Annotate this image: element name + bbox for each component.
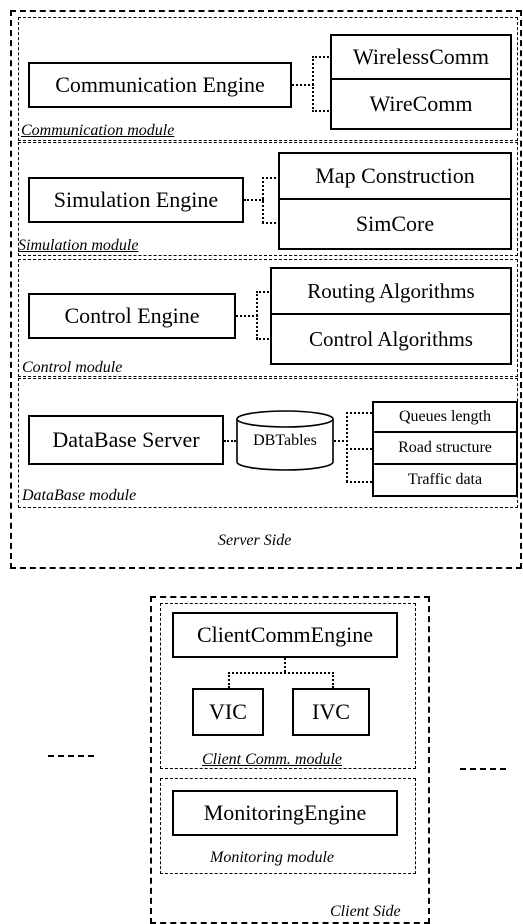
ivc-box: IVC — [292, 688, 370, 736]
simulation-module-label: Simulation module — [18, 237, 139, 254]
control-engine-box: Control Engine — [28, 293, 236, 339]
connector — [262, 177, 280, 179]
communication-engine-box: Communication Engine — [28, 62, 292, 108]
connector — [224, 440, 236, 442]
connector — [312, 56, 314, 112]
more-clients-right — [460, 768, 506, 770]
connector — [228, 672, 334, 674]
connector — [334, 440, 348, 442]
wirecomm-box: WireComm — [330, 78, 512, 130]
road-structure-box: Road structure — [372, 431, 518, 465]
connector — [312, 110, 332, 112]
clientcommengine-box: ClientCommEngine — [172, 612, 398, 658]
control-module-label: Control module — [22, 359, 123, 376]
more-clients-left — [48, 755, 94, 757]
monitoringengine-box: MonitoringEngine — [172, 790, 398, 836]
vic-box: VIC — [192, 688, 264, 736]
database-icon — [236, 410, 334, 471]
server-side-label: Server Side — [218, 532, 292, 549]
client-comm-module-label: Client Comm. module — [202, 751, 342, 768]
connector — [284, 658, 286, 672]
routing-algorithms-box: Routing Algorithms — [270, 267, 512, 315]
simulation-module — [18, 142, 518, 256]
connector — [256, 338, 272, 340]
connector — [228, 672, 230, 688]
connector — [346, 481, 372, 483]
connector — [312, 56, 332, 58]
connector — [256, 291, 272, 293]
connector — [292, 84, 314, 86]
connector — [262, 177, 264, 223]
control-module — [18, 259, 518, 377]
dbtables-cylinder: DBTables — [236, 410, 334, 472]
connector — [262, 222, 280, 224]
monitoring-module-label: Monitoring module — [210, 849, 334, 866]
wirelesscomm-box: WirelessComm — [330, 34, 512, 80]
control-algorithms-box: Control Algorithms — [270, 313, 512, 365]
connector — [256, 291, 258, 339]
monitoring-module — [160, 778, 416, 874]
connector — [244, 199, 264, 201]
traffic-data-box: Traffic data — [372, 463, 518, 497]
simcore-box: SimCore — [278, 198, 512, 250]
database-server-box: DataBase Server — [28, 415, 224, 465]
connector — [332, 672, 334, 688]
connector — [346, 412, 372, 414]
queues-length-box: Queues length — [372, 401, 518, 433]
communication-module — [18, 17, 518, 141]
communication-module-label: Communication module — [21, 122, 175, 139]
connector — [236, 315, 258, 317]
simulation-engine-box: Simulation Engine — [28, 177, 244, 223]
database-module-label: DataBase module — [22, 487, 137, 504]
connector — [346, 412, 348, 482]
connector — [346, 448, 372, 450]
client-comm-module — [160, 603, 416, 769]
map-construction-box: Map Construction — [278, 152, 512, 200]
dbtables-label: DBTables — [253, 432, 317, 449]
server-side-frame — [10, 10, 522, 569]
client-side-label: Client Side — [330, 903, 401, 920]
